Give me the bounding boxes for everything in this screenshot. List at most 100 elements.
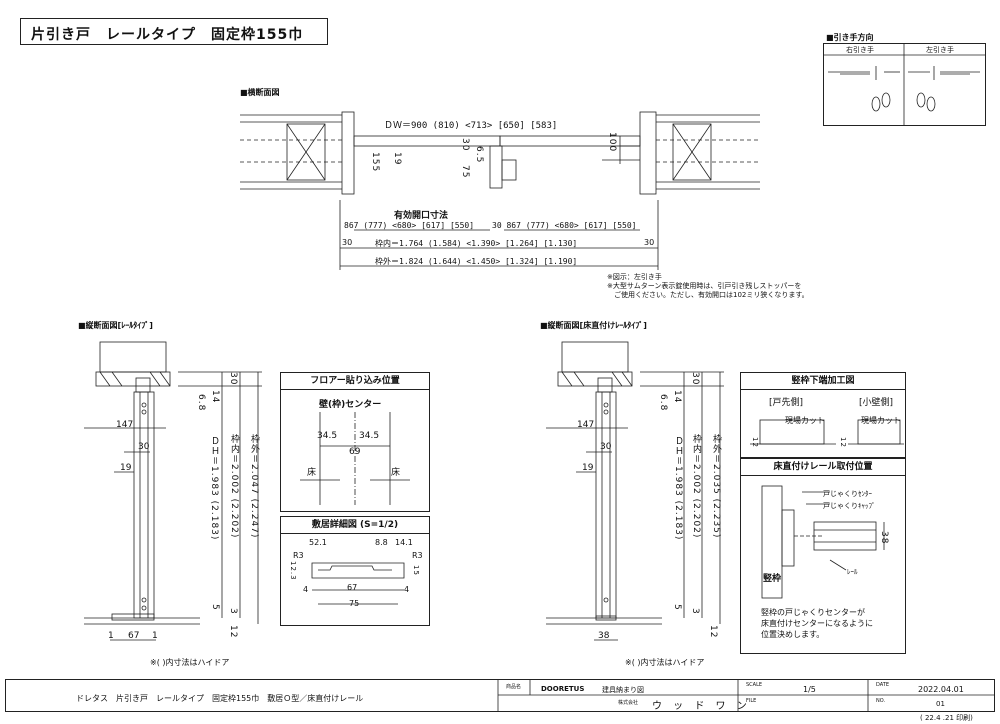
wall-side-label: [小壁側]	[859, 398, 894, 408]
floor-panel-title: フロアー貼り込み位置	[281, 373, 429, 390]
door-jamb	[489, 145, 503, 189]
floor-left: 床	[307, 468, 317, 478]
th-75: 75	[349, 599, 360, 608]
th-12-3: 12.3	[289, 561, 297, 581]
door-side-label: [戸先側]	[769, 398, 804, 408]
rail-note-2: 床直付けセンターになるように	[761, 619, 873, 628]
door-leaf-open	[499, 135, 641, 147]
hatch	[621, 371, 633, 387]
lv-6-8: 6.8	[196, 394, 206, 412]
door-leaf	[353, 135, 501, 147]
door-panel	[595, 391, 617, 619]
hand-direction-box: 右引き手 左引き手	[823, 43, 986, 126]
dim-30: 30	[460, 138, 470, 152]
dw-dimension: ＤＷ＝900 (810) <713> [650] [583]	[384, 121, 558, 131]
left-hand-label: 左引き手	[926, 46, 954, 54]
hatch	[561, 371, 573, 387]
tb-scale: 1/5	[803, 685, 816, 694]
rv-30: 30	[600, 442, 612, 452]
hanger	[141, 409, 147, 415]
door-jamb	[501, 159, 517, 181]
effective-right: 30 867 (777) <680> [617] [550]	[492, 221, 637, 230]
rail-section	[813, 521, 877, 551]
floor-panel: フロアー貼り込み位置 壁(枠)センター 34.5 34.5 69 床 床	[280, 372, 430, 512]
frame-label: 竪枠	[763, 574, 782, 584]
tb-description: ドレタス 片引き戸 レールタイプ 固定枠155巾 敷居Ｏ型／床直付けレール	[76, 694, 364, 703]
rv-19: 19	[582, 463, 594, 473]
threshold-panel-title: 敷居詳細図 (S=1/2)	[281, 517, 429, 534]
side-30-left: 30	[342, 238, 353, 247]
tb-company-label: 株式会社	[618, 700, 639, 706]
rv-inner: 枠内＝2.002 (2.202)	[691, 434, 701, 539]
hanger	[141, 402, 147, 408]
lv-5: 5	[210, 604, 220, 611]
threshold	[111, 613, 155, 621]
threshold-profile	[318, 565, 392, 571]
lv-67: 67	[128, 631, 140, 641]
head-frame	[95, 371, 171, 387]
lv-dh: ＤＨ＝1.983 (2.183)	[209, 436, 219, 541]
lv-1b: 1	[152, 631, 158, 641]
head-wall	[99, 341, 167, 373]
rail-cap-label: 戸じゃくりｷｬｯﾌﾟ	[823, 502, 876, 510]
note-3: ご使用ください。ただし、有効開口は102ミリ狭くなります。	[607, 291, 809, 299]
frame-section	[761, 485, 783, 599]
footprint-icon	[926, 96, 936, 112]
lv-1a: 1	[108, 631, 114, 641]
rail-note-3: 位置決めします。	[761, 630, 825, 639]
lv-inner: 枠内＝2.002 (2.202)	[229, 434, 239, 539]
note-2: ※大型サムターン表示錠使用時は、引戸引き残しストッパーを	[607, 282, 802, 290]
footprint-icon	[871, 96, 881, 112]
lv-30: 30	[138, 442, 150, 452]
rv-147: 147	[577, 420, 595, 430]
lv-19: 19	[120, 463, 132, 473]
tb-no-label: NO.	[876, 698, 886, 704]
title-block: ドレタス 片引き戸 レールタイプ 固定枠155巾 敷居Ｏ型／床直付けレール 商品…	[5, 679, 995, 712]
roller	[141, 597, 147, 603]
rail-note-1: 竪枠の戸じゃくりセンターが	[761, 608, 865, 617]
left-vertical-label: ■縦断面図[ﾚｰﾙﾀｲﾌﾟ]	[78, 321, 153, 330]
lv-12: 12	[228, 625, 238, 639]
hatch	[111, 371, 123, 387]
print-date: ( 22.4 .21 印刷)	[920, 714, 973, 722]
lv-14: 14	[210, 390, 220, 404]
th-15: 15	[412, 565, 420, 576]
rv-3: 3	[690, 608, 700, 615]
tb-file-label: FILE	[746, 698, 757, 704]
lv-3: 3	[228, 608, 238, 615]
stud-left	[286, 123, 326, 181]
tb-company: ウ ッ ド ワ ン	[652, 701, 751, 712]
right-vertical-label: ■縦断面図[床直付けﾚｰﾙﾀｲﾌﾟ]	[540, 321, 647, 330]
tb-series-label: 商品名	[506, 684, 522, 690]
fb-12a: 12	[751, 437, 759, 448]
frame-bottom-a	[759, 419, 825, 445]
hatch	[611, 371, 623, 387]
floor-34-5-left: 34.5	[317, 431, 338, 441]
tb-date-label: DATE	[876, 682, 890, 688]
floor-34-5-right: 34.5	[359, 431, 380, 441]
threshold-profile	[311, 562, 405, 579]
rv-38: 38	[598, 631, 610, 641]
tb-date: 2022.04.01	[918, 685, 964, 694]
roller	[141, 605, 147, 611]
effective-left: 867 (777) <680> [617] [550]	[344, 221, 475, 230]
door-panel	[133, 391, 155, 619]
horizontal-section-label: ■横断面図	[240, 88, 280, 97]
floor-69: 69	[349, 447, 361, 457]
note-1: ※図示：左引き手	[607, 273, 662, 281]
frame-bottom-b	[857, 419, 901, 445]
dim-75: 75	[460, 165, 470, 179]
fb-12b: 12	[839, 437, 847, 448]
roller	[603, 597, 609, 603]
right-hand-label: 右引き手	[846, 46, 874, 54]
threshold-panel: 敷居詳細図 (S=1/2) 52.1 8.8 14.1 R3 R3 12.3 1…	[280, 516, 430, 626]
lv-30-top: 30	[228, 372, 238, 386]
rv-30-top: 30	[690, 372, 700, 386]
dim-6-5: 6.5	[474, 146, 484, 164]
th-14-1: 14.1	[395, 538, 413, 547]
hatch	[149, 371, 161, 387]
wall-center-label: 壁(枠)センター	[319, 400, 382, 410]
stud-right	[672, 123, 712, 181]
th-r3-left: R3	[293, 551, 304, 560]
